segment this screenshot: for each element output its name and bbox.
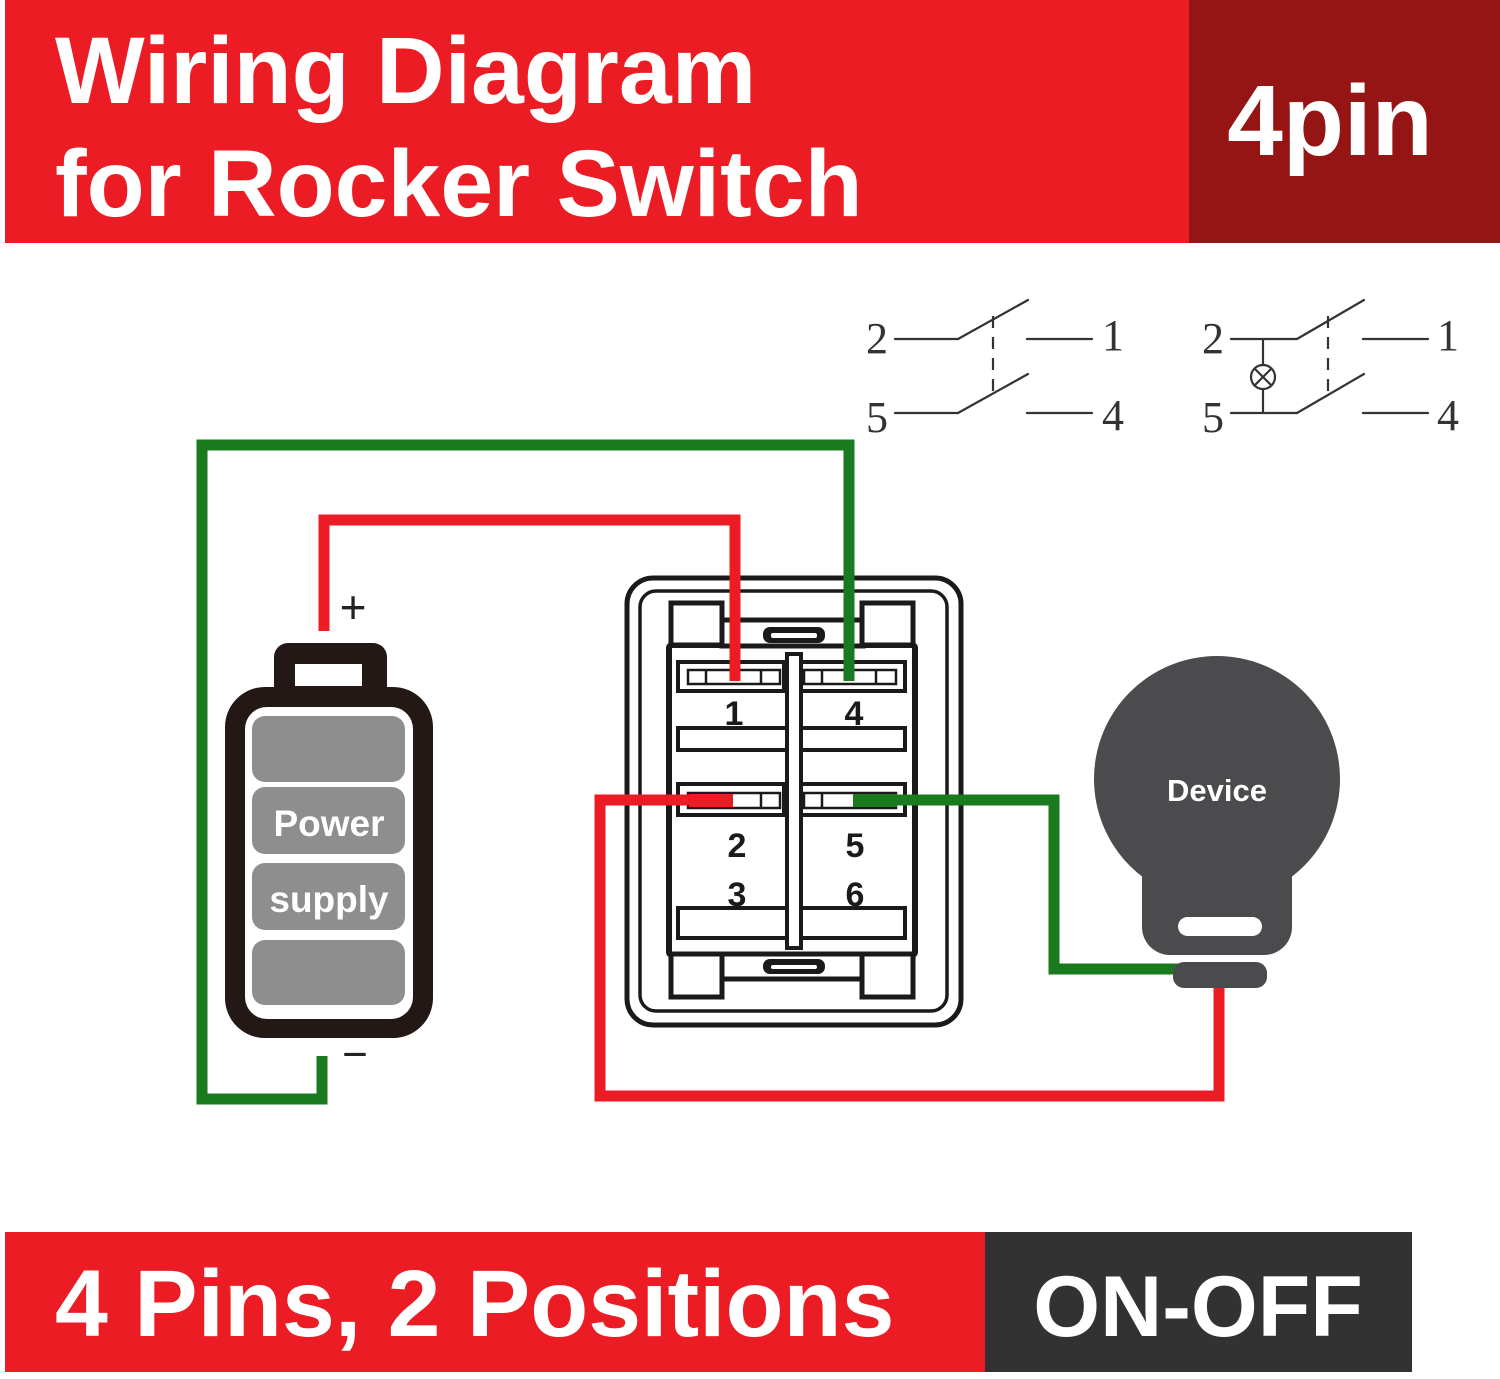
switch-top-ear-left xyxy=(668,600,725,648)
wire-green-battery-negative-to-pin4 xyxy=(196,439,855,1105)
schematic-right-lever-top xyxy=(1295,298,1366,341)
schematic-left-terminal-2-label: 2 xyxy=(866,314,888,363)
schematic-left-terminal-4-label: 4 xyxy=(1102,391,1124,440)
header-banner: Wiring Diagram for Rocker Switch 4pin xyxy=(5,0,1500,243)
pin5-green-contact-overlay xyxy=(853,794,897,807)
battery-cell-3 xyxy=(252,863,405,930)
device-label: Device xyxy=(1167,773,1267,808)
schematic-right: 2 1 5 4 xyxy=(1202,298,1459,442)
footer-on-off-label: ON-OFF xyxy=(1033,1259,1363,1355)
terminal-contact-pin1-dividers xyxy=(704,670,763,684)
device-bulb-neck-slot xyxy=(1178,917,1262,936)
battery-negative-symbol: − xyxy=(342,1030,368,1079)
terminal-contact-pin4-dividers xyxy=(820,670,878,684)
footer-pins-positions-label: 4 Pins, 2 Positions xyxy=(55,1251,894,1357)
schematic-left-lever-bottom xyxy=(956,372,1030,415)
battery-terminal-slot xyxy=(295,664,362,686)
switch-top-ear-right xyxy=(859,600,916,648)
switch-pin-2-label: 2 xyxy=(728,827,747,865)
battery-positive-symbol: + xyxy=(340,581,367,633)
wire-green-pin5-to-device xyxy=(858,794,1180,975)
switch-pin-4-label: 4 xyxy=(845,695,864,733)
footer-banner: 4 Pins, 2 Positions ON-OFF xyxy=(5,1232,1412,1372)
schematic-right-terminal-4-label: 4 xyxy=(1437,391,1459,440)
battery-cell-4 xyxy=(252,940,405,1005)
switch-pin-1-label: 1 xyxy=(725,695,744,733)
device-icon: Device xyxy=(1094,656,1340,988)
wire-red-pin2-to-device xyxy=(594,794,1225,1102)
footer-dark-background xyxy=(985,1232,1412,1372)
page-title-line2: for Rocker Switch xyxy=(55,131,863,237)
pin-count-badge-label: 4pin xyxy=(1227,65,1433,177)
device-bulb-neck xyxy=(1142,850,1292,955)
indicator-lamp-cross xyxy=(1253,367,1273,387)
switch-top-slot-slit xyxy=(771,633,817,638)
device-bulb-base xyxy=(1173,962,1267,988)
footer-red-background xyxy=(5,1232,985,1372)
schematic-right-terminal-2-label: 2 xyxy=(1202,314,1224,363)
schematic-right-terminal-5-label: 5 xyxy=(1202,393,1224,442)
battery-label-line1: Power xyxy=(273,803,384,844)
wire-red-battery-positive-to-pin1 xyxy=(318,514,741,681)
switch-pin-5-label: 5 xyxy=(846,827,865,865)
battery-label-line2: supply xyxy=(269,879,389,920)
wiring xyxy=(196,439,1225,1105)
switch-bottom-slot-slit xyxy=(771,965,817,969)
schematic-left-terminal-1-label: 1 xyxy=(1102,311,1124,360)
schematic-right-terminal-1-label: 1 xyxy=(1437,311,1459,360)
schematic-left: 2 1 5 4 xyxy=(866,298,1124,442)
device-bulb-globe xyxy=(1094,656,1340,902)
switch-bottom-ear-left xyxy=(668,951,725,1000)
header-red-background xyxy=(5,0,1189,243)
page-title-line1: Wiring Diagram xyxy=(55,18,756,124)
pin2-red-contact-overlay xyxy=(689,794,733,807)
battery-icon: Power supply + − xyxy=(225,581,433,1079)
battery-cell-1 xyxy=(252,716,405,782)
schematic-right-lever-bottom xyxy=(1295,372,1366,415)
pin-count-badge-background xyxy=(1189,0,1500,243)
switch-pin-3-label: 3 xyxy=(728,876,747,914)
schematic-left-terminal-5-label: 5 xyxy=(866,393,888,442)
battery-cell-2 xyxy=(252,787,405,854)
switch-pin-6-label: 6 xyxy=(846,876,865,914)
switch-bottom-ear-right xyxy=(859,951,916,1000)
switch-center-spine xyxy=(785,652,803,950)
